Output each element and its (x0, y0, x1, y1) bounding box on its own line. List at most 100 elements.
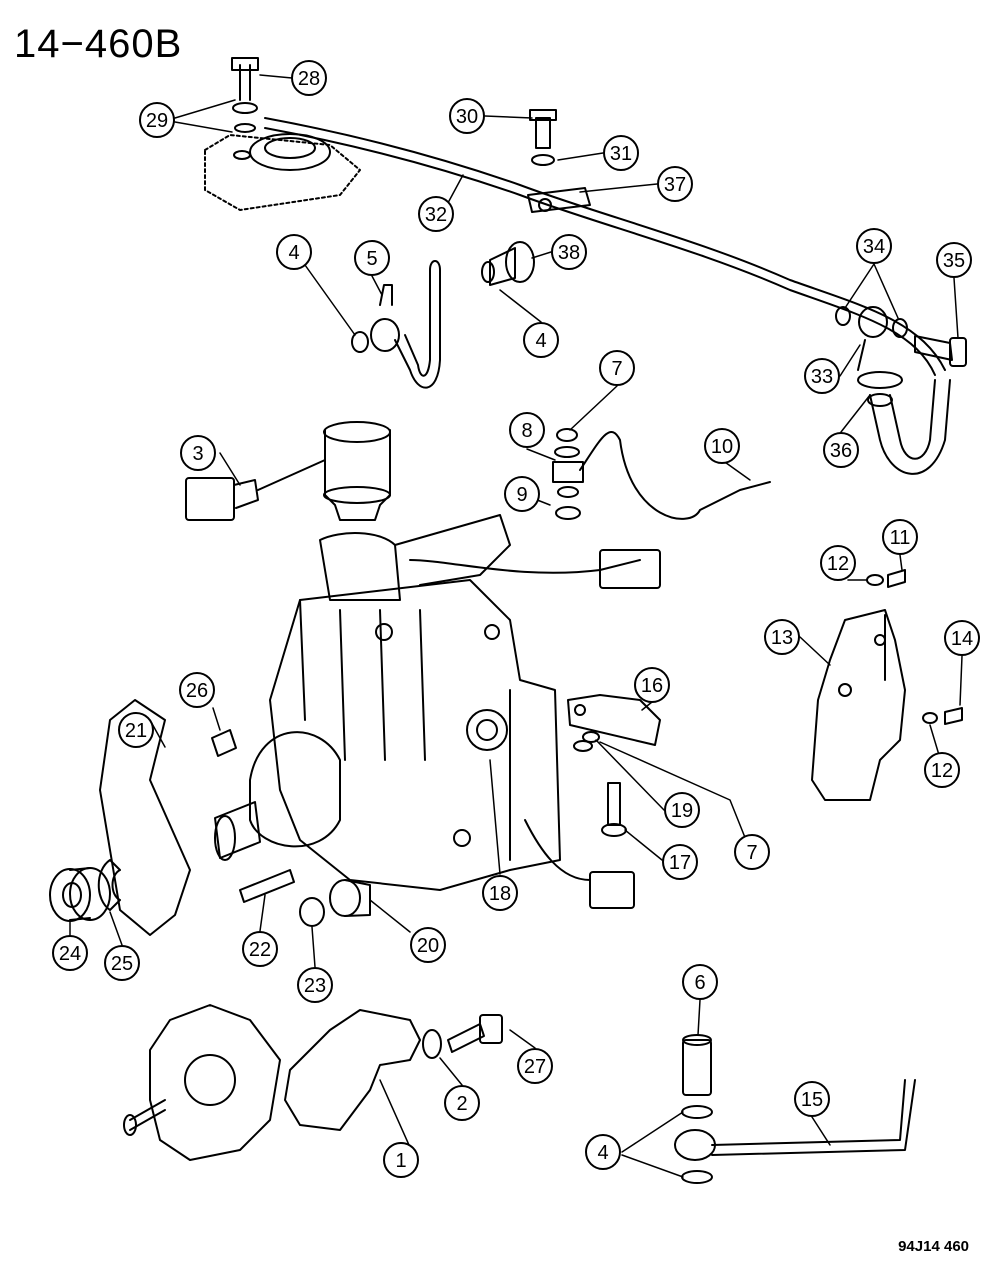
callout-number: 4 (288, 242, 299, 264)
callout-23: 23 (297, 967, 333, 1003)
callout-38: 38 (551, 234, 587, 270)
callout-circle (383, 1142, 419, 1178)
callout-circle (139, 102, 175, 138)
leader-lines (69, 74, 963, 1178)
callout-33: 33 (804, 358, 840, 394)
callout-8: 8 (509, 412, 545, 448)
callout-7: 7 (734, 834, 770, 870)
callout-16: 16 (634, 667, 670, 703)
callout-circle (804, 358, 840, 394)
ring-25 (97, 859, 121, 911)
callout-21: 21 (118, 712, 154, 748)
line-15-assembly (674, 1034, 916, 1184)
callout-number: 28 (298, 68, 320, 90)
callout-15: 15 (794, 1081, 830, 1117)
callout-14: 14 (944, 620, 980, 656)
callout-number: 33 (811, 366, 833, 388)
callout-29: 29 (139, 102, 175, 138)
bracket-13 (811, 569, 963, 801)
callout-number: 13 (771, 627, 793, 649)
bushing-20 (329, 879, 371, 917)
callout-number: 23 (304, 975, 326, 997)
key-26 (211, 729, 237, 757)
sensor-3 (185, 421, 391, 521)
callout-27: 27 (517, 1048, 553, 1084)
callout-circle (585, 1134, 621, 1170)
callout-number: 20 (417, 935, 439, 957)
callout-circle (504, 476, 540, 512)
callout-4: 4 (276, 234, 312, 270)
callout-number: 34 (863, 236, 885, 258)
callout-number: 16 (641, 675, 663, 697)
callout-number: 5 (366, 248, 377, 270)
callout-34: 34 (856, 228, 892, 264)
callout-circle (118, 712, 154, 748)
callout-number: 35 (943, 250, 965, 272)
callout-2: 2 (444, 1085, 480, 1121)
callout-circle (682, 964, 718, 1000)
callout-37: 37 (657, 166, 693, 202)
callout-11: 11 (882, 519, 918, 555)
callout-number: 3 (192, 443, 203, 465)
bracket-16 (567, 694, 661, 837)
callout-circle (664, 792, 700, 828)
callout-30: 30 (449, 98, 485, 134)
callout-number: 32 (425, 204, 447, 226)
callout-36: 36 (823, 432, 859, 468)
callout-circle (517, 1048, 553, 1084)
callout-circle (944, 620, 980, 656)
callout-number: 4 (597, 1142, 608, 1164)
callout-24: 24 (52, 935, 88, 971)
callout-26: 26 (179, 672, 215, 708)
callout-circle (634, 667, 670, 703)
callout-circle (449, 98, 485, 134)
callout-4: 4 (523, 322, 559, 358)
callout-3: 3 (180, 435, 216, 471)
callout-17: 17 (662, 844, 698, 880)
callout-1: 1 (383, 1142, 419, 1178)
callout-22: 22 (242, 931, 278, 967)
callout-circle (823, 432, 859, 468)
clamp-assembly (527, 109, 591, 213)
callout-number: 8 (521, 420, 532, 442)
callout-circle (882, 519, 918, 555)
callout-number: 21 (125, 720, 147, 742)
callout-circle (418, 196, 454, 232)
page-title: 14−460B (14, 22, 183, 66)
washer-23 (299, 897, 325, 927)
callout-19: 19 (664, 792, 700, 828)
callout-4: 4 (585, 1134, 621, 1170)
callout-circle (936, 242, 972, 278)
callout-number: 25 (111, 953, 133, 975)
callout-number: 31 (610, 143, 632, 165)
callout-number: 7 (611, 358, 622, 380)
callout-circle (291, 60, 327, 96)
callout-circle (482, 875, 518, 911)
callout-circle (734, 834, 770, 870)
callout-circle (354, 240, 390, 276)
callout-circle (704, 428, 740, 464)
callout-number: 4 (535, 330, 546, 352)
pump-lower-view (123, 1004, 281, 1161)
diagram-code: 94J14 460 (898, 1238, 969, 1255)
fitting-38 (481, 241, 535, 286)
callout-number: 26 (186, 680, 208, 702)
callout-number: 18 (489, 883, 511, 905)
callout-number: 11 (890, 527, 911, 549)
callout-number: 10 (711, 436, 733, 458)
callout-10: 10 (704, 428, 740, 464)
callout-25: 25 (104, 945, 140, 981)
callout-circle (523, 322, 559, 358)
callout-circle (856, 228, 892, 264)
callout-circle (662, 844, 698, 880)
callout-circle (603, 135, 639, 171)
banjo-fitting-5 (351, 260, 441, 389)
top-housing (204, 57, 361, 211)
callout-circle (179, 672, 215, 708)
callout-circle (657, 166, 693, 202)
seal-24 (49, 867, 111, 922)
callout-number: 24 (59, 943, 81, 965)
